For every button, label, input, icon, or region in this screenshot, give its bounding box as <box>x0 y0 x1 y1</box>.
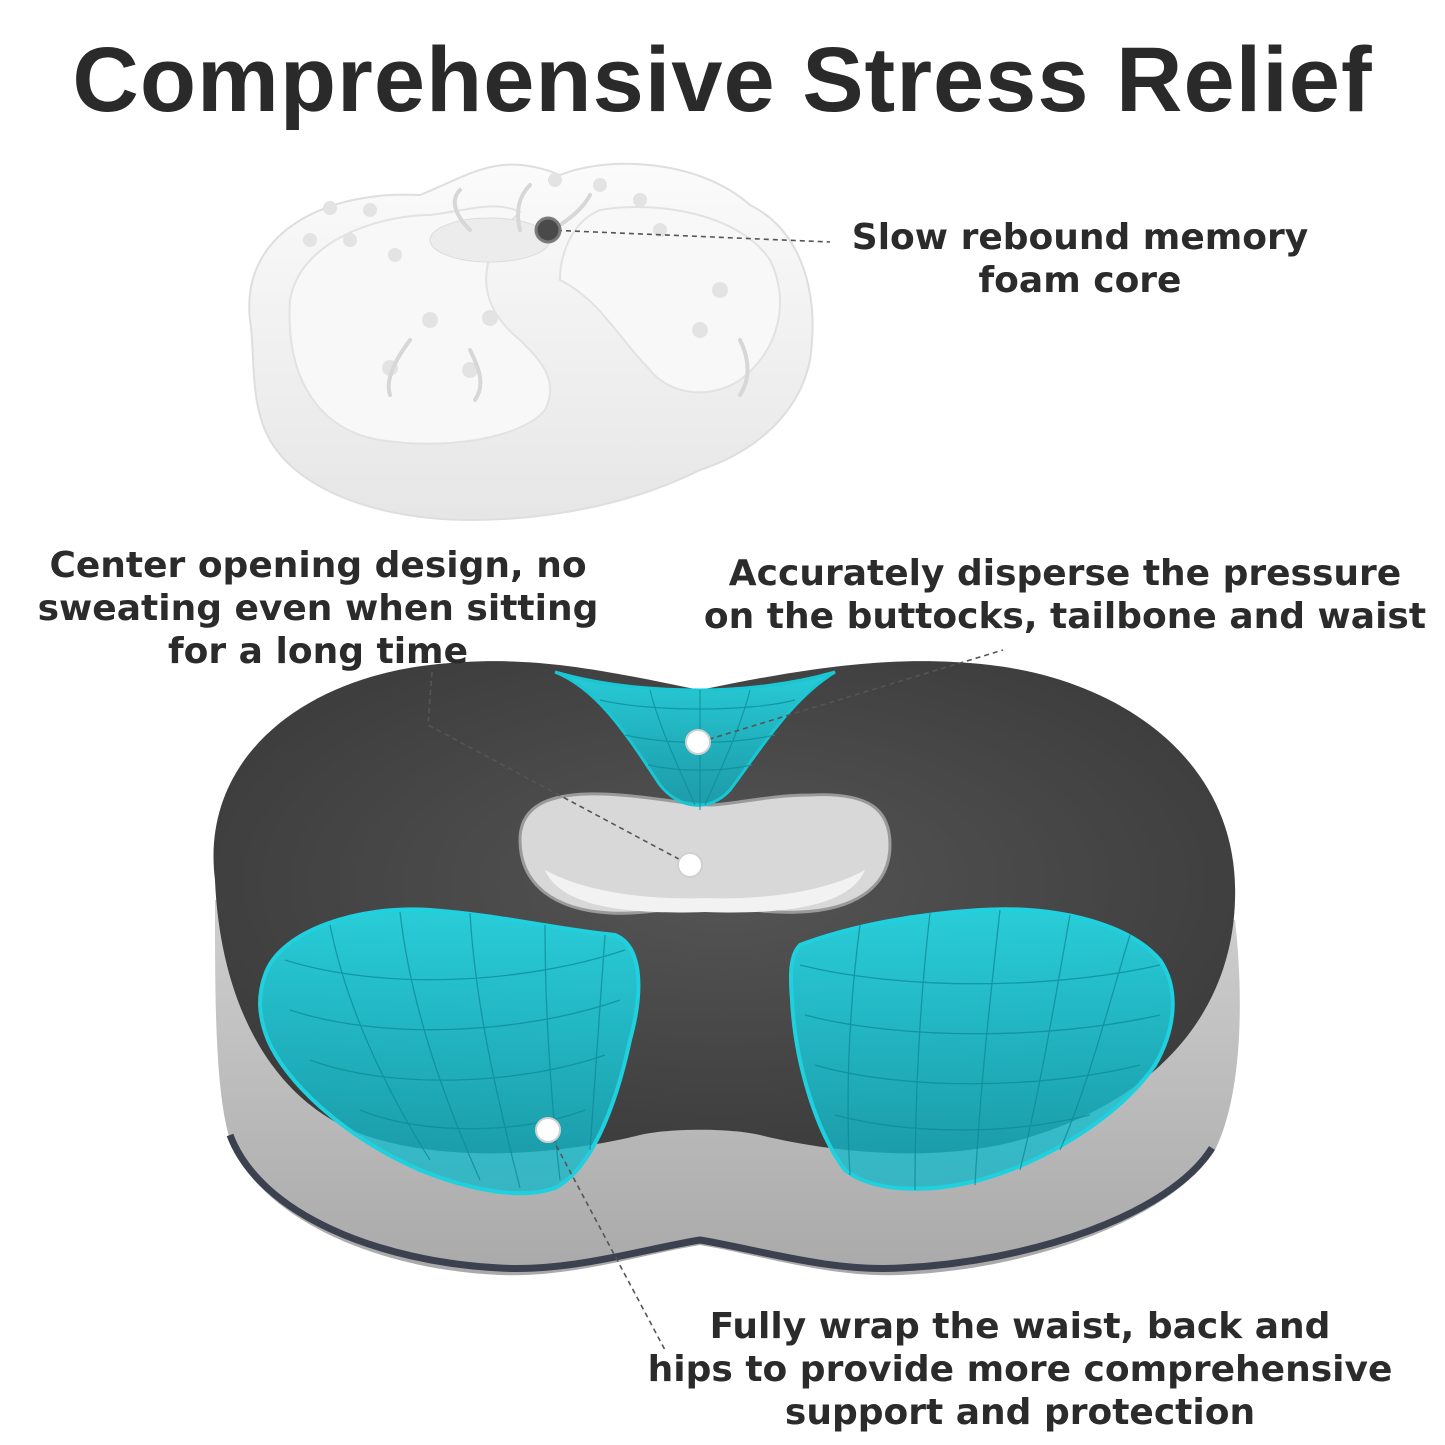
callout-line: Slow rebound memory <box>851 217 1309 258</box>
memory-foam-marker <box>534 216 562 244</box>
callout-leaders <box>427 229 1004 1351</box>
callout-line: foam core <box>978 260 1182 301</box>
page-title: Comprehensive Stress Relief <box>72 29 1373 131</box>
center-opening-marker <box>677 852 703 878</box>
full-wrap-marker <box>535 1117 561 1143</box>
callout-center-opening: Center opening design, no sweating even … <box>18 544 618 673</box>
memory-foam-core <box>248 162 814 522</box>
callout-memory-foam: Slow rebound memory foam core <box>810 216 1350 302</box>
callout-line: sweating even when sitting <box>37 588 599 629</box>
callout-line: Accurately disperse the pressure <box>728 553 1402 594</box>
callout-line: hips to provide more comprehensive <box>647 1349 1393 1390</box>
callout-line: on the buttocks, tailbone and waist <box>703 596 1427 637</box>
callout-line: Center opening design, no <box>49 545 587 586</box>
callout-disperse-pressure: Accurately disperse the pressure on the … <box>690 552 1440 638</box>
callout-line: support and protection <box>784 1392 1256 1433</box>
callout-full-wrap: Fully wrap the waist, back and hips to p… <box>620 1305 1420 1434</box>
tailbone-marker <box>685 729 711 755</box>
callout-line: Fully wrap the waist, back and <box>709 1306 1331 1347</box>
right-buttock-pressure-zone <box>789 907 1175 1191</box>
callout-line: for a long time <box>168 631 468 672</box>
